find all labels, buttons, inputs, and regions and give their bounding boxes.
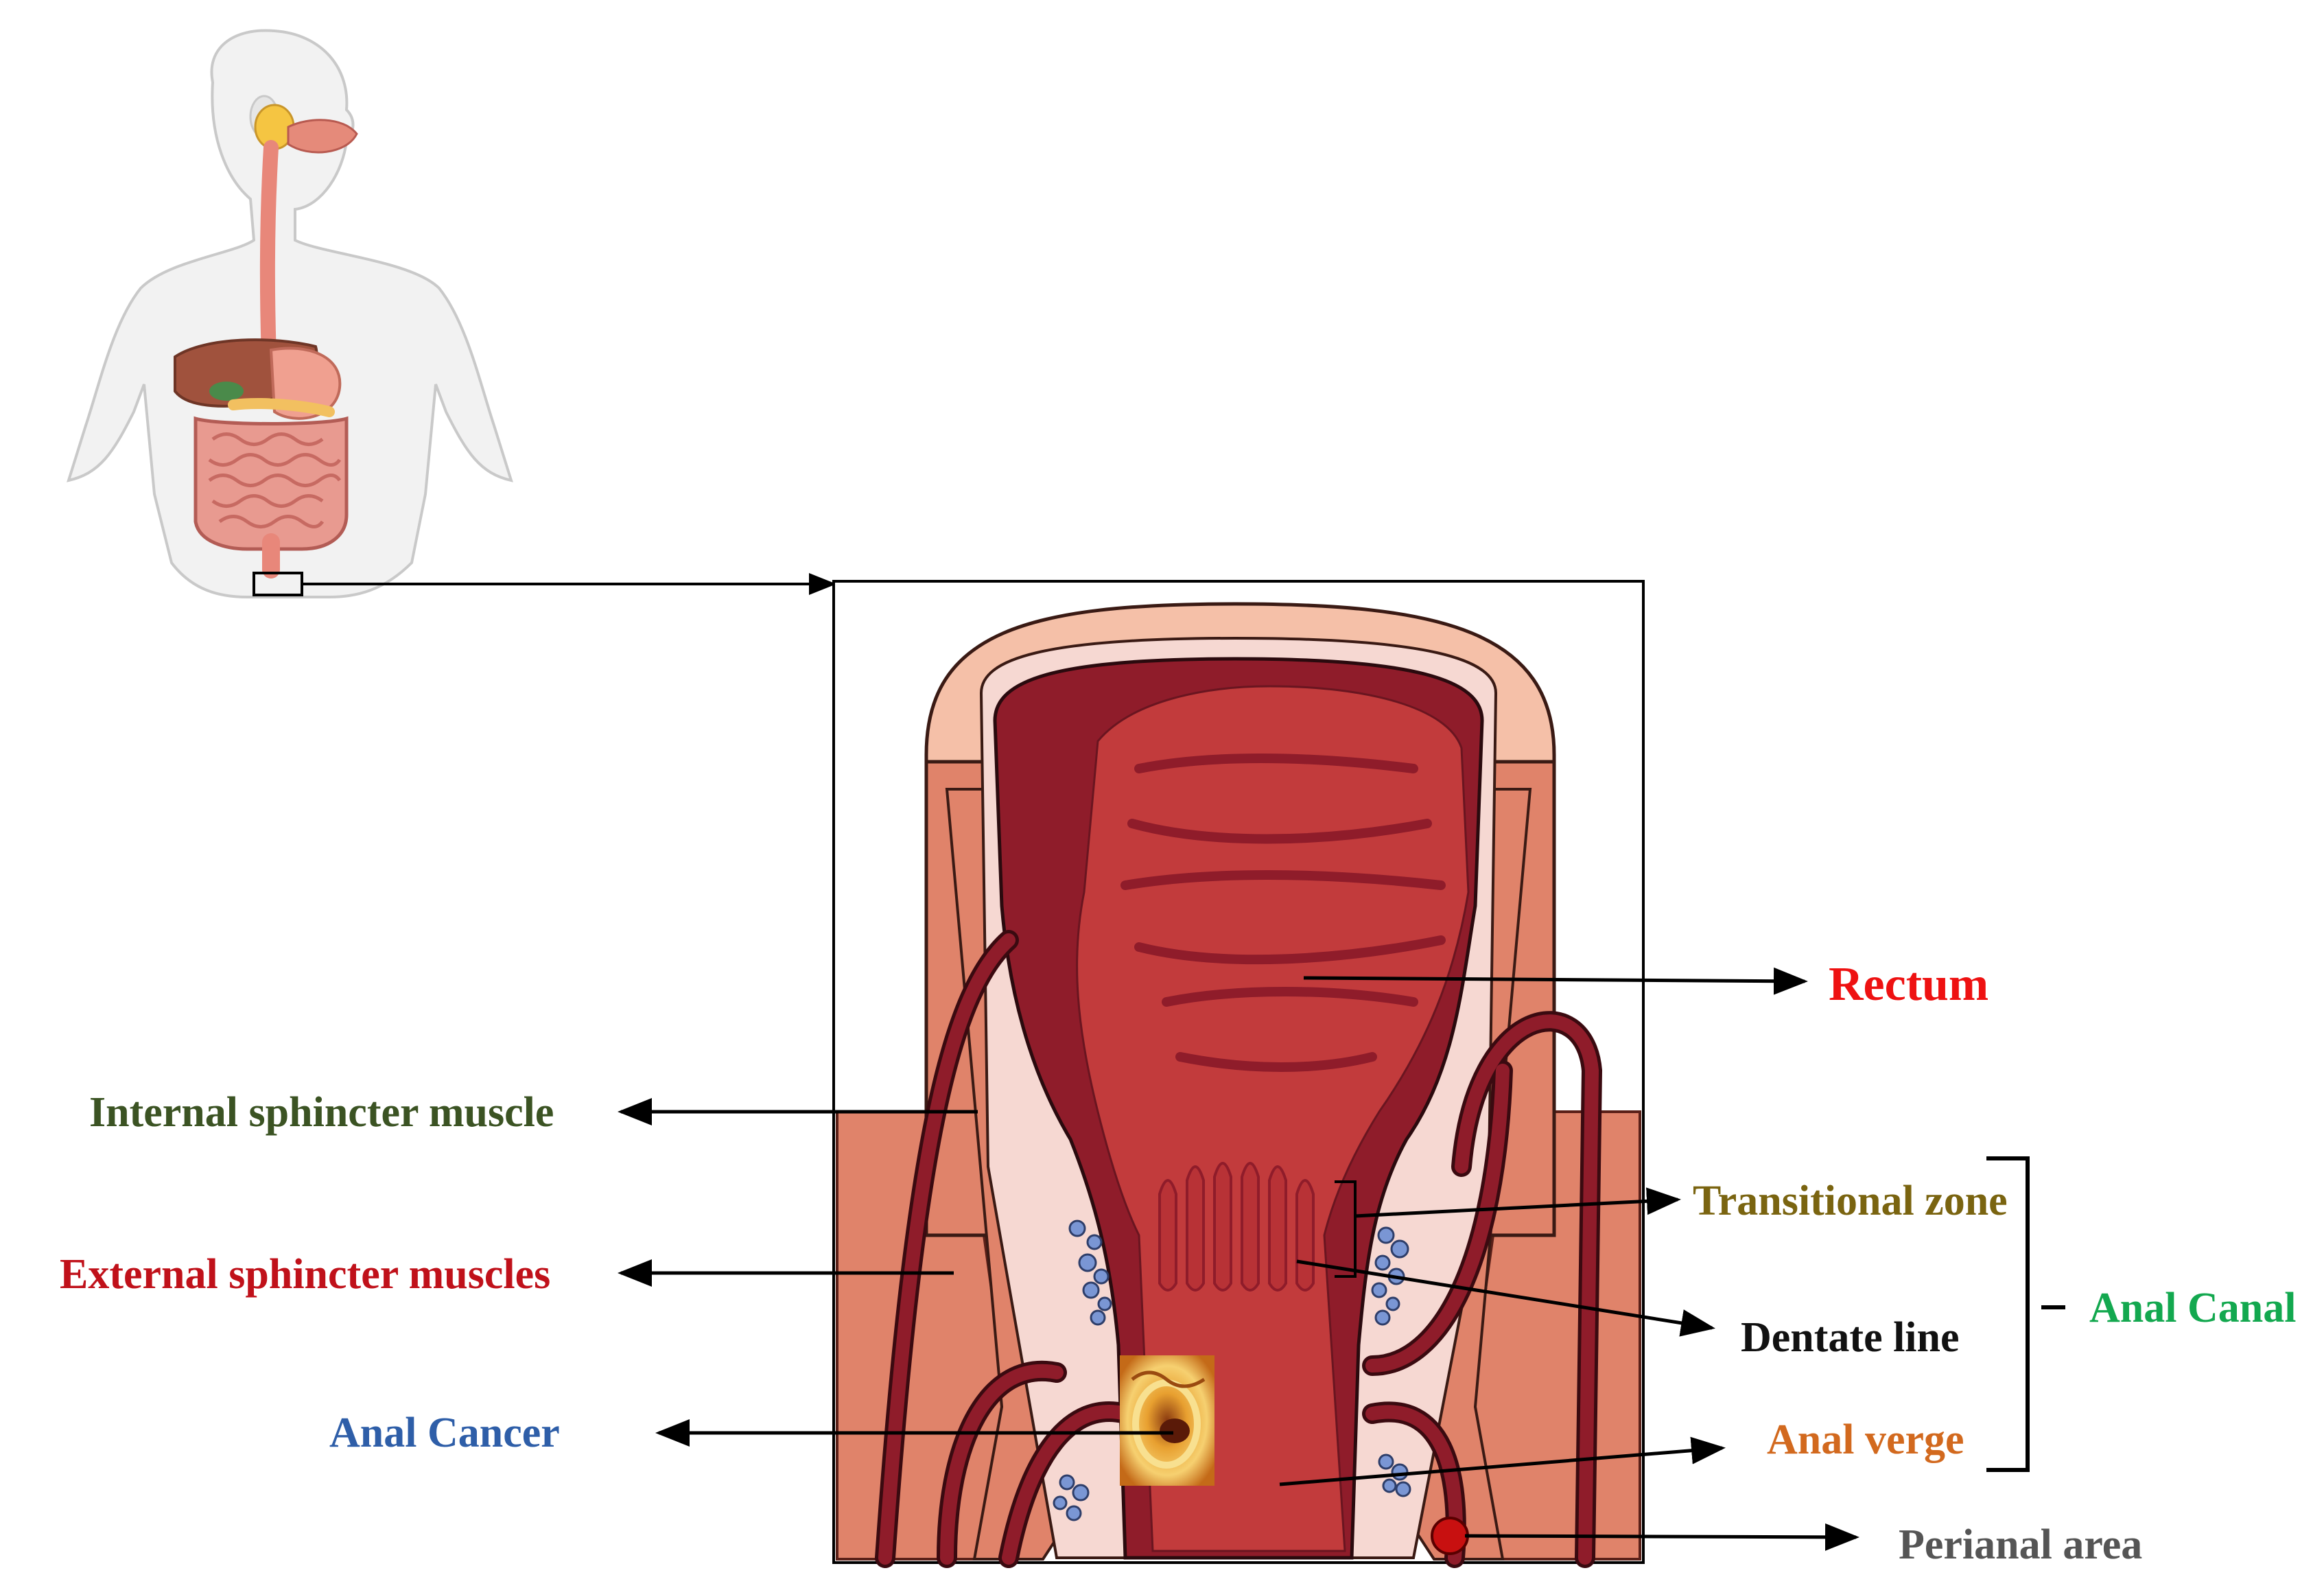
anal-cancer-label: Anal Cancer xyxy=(329,1410,560,1456)
anal-canal-cross-section xyxy=(832,580,1645,1568)
leader-lines xyxy=(618,967,1859,1551)
anal-verge-label: Anal verge xyxy=(1767,1416,1964,1463)
human-body-digestive-icon xyxy=(67,29,513,598)
tumor-icon xyxy=(1120,1355,1214,1486)
transitional-zone-label: Transitional zone xyxy=(1693,1178,2008,1224)
internal-sphincter-label: Internal sphincter muscle xyxy=(89,1089,554,1136)
external-sphincter-label: External sphincter muscles xyxy=(60,1251,551,1298)
rectum-label: Rectum xyxy=(1829,958,1989,1011)
anal-canal-bracket xyxy=(1986,1156,2065,1472)
dentate-line-label: Dentate line xyxy=(1741,1314,1960,1361)
perianal-marker-icon xyxy=(1431,1517,1469,1555)
anal-canal-label: Anal Canal xyxy=(2089,1285,2297,1331)
perianal-area-label: Perianal area xyxy=(1899,1521,2143,1568)
